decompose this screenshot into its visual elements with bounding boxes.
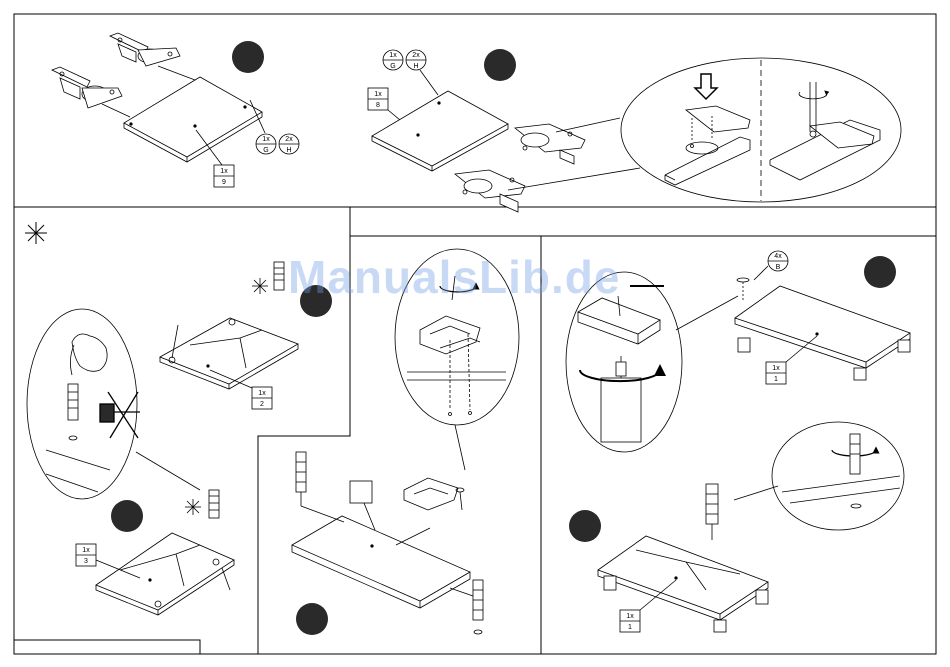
part-number: 8 [376,102,380,109]
part-qty: 1x [626,613,634,620]
hinge-icon [455,170,525,212]
asterisk-icon [185,499,201,515]
step-marker-1 [232,41,264,73]
shelf-panel [292,516,470,601]
step-marker-5 [296,603,328,635]
hinge-g-code: G [263,147,268,154]
screw-icon [456,488,464,510]
hinge-h-qty: 2x [412,52,420,59]
foot-b-code: B [776,264,781,271]
base-panel-part-1-lower [598,536,768,614]
step-marker-6 [569,510,601,542]
hinge-g-qty: 1x [262,136,270,143]
dowel-icon [706,484,718,540]
asterisk-icon [252,278,268,294]
step-marker-2 [484,49,516,81]
part-qty: 1x [82,547,90,554]
base-panel-part-1 [735,286,910,362]
hinge-h-qty: 2x [285,136,293,143]
dowel-icon [209,490,219,518]
hinge-g-code: G [390,63,395,70]
dowel-icon [274,262,284,290]
panel-step-6-7 [566,251,910,632]
panel-part-2 [160,318,298,384]
bracket-icon [404,478,458,510]
hinge-icon [52,67,122,108]
hinge-icon [515,124,585,164]
part-number: 3 [84,558,88,565]
hinge-h-code: H [413,63,418,70]
step-marker-3 [300,285,332,317]
part-number: 9 [222,179,226,186]
dowel-icon [473,580,483,634]
door-panel-9 [124,77,262,157]
part-number: 2 [260,401,264,408]
dowel-icon [296,452,306,506]
hinge-icon [110,33,180,66]
part-number: 1 [628,624,632,631]
foot-b-qty: 4x [774,253,782,260]
panel-step-2 [368,50,901,212]
asterisk-icon [25,222,47,244]
panel-step-3-4 [25,222,298,615]
part-qty: 1x [258,390,266,397]
part-qty: 1x [220,168,228,175]
part-qty: 1x [772,365,780,372]
detail-ellipse-screw [772,422,904,530]
step-marker-7 [864,256,896,288]
hinge-h-code: H [286,147,291,154]
part-number: 1 [774,376,778,383]
part-qty: 1x [374,91,382,98]
step-marker-4 [111,500,143,532]
hinge-g-qty: 1x [389,52,397,59]
